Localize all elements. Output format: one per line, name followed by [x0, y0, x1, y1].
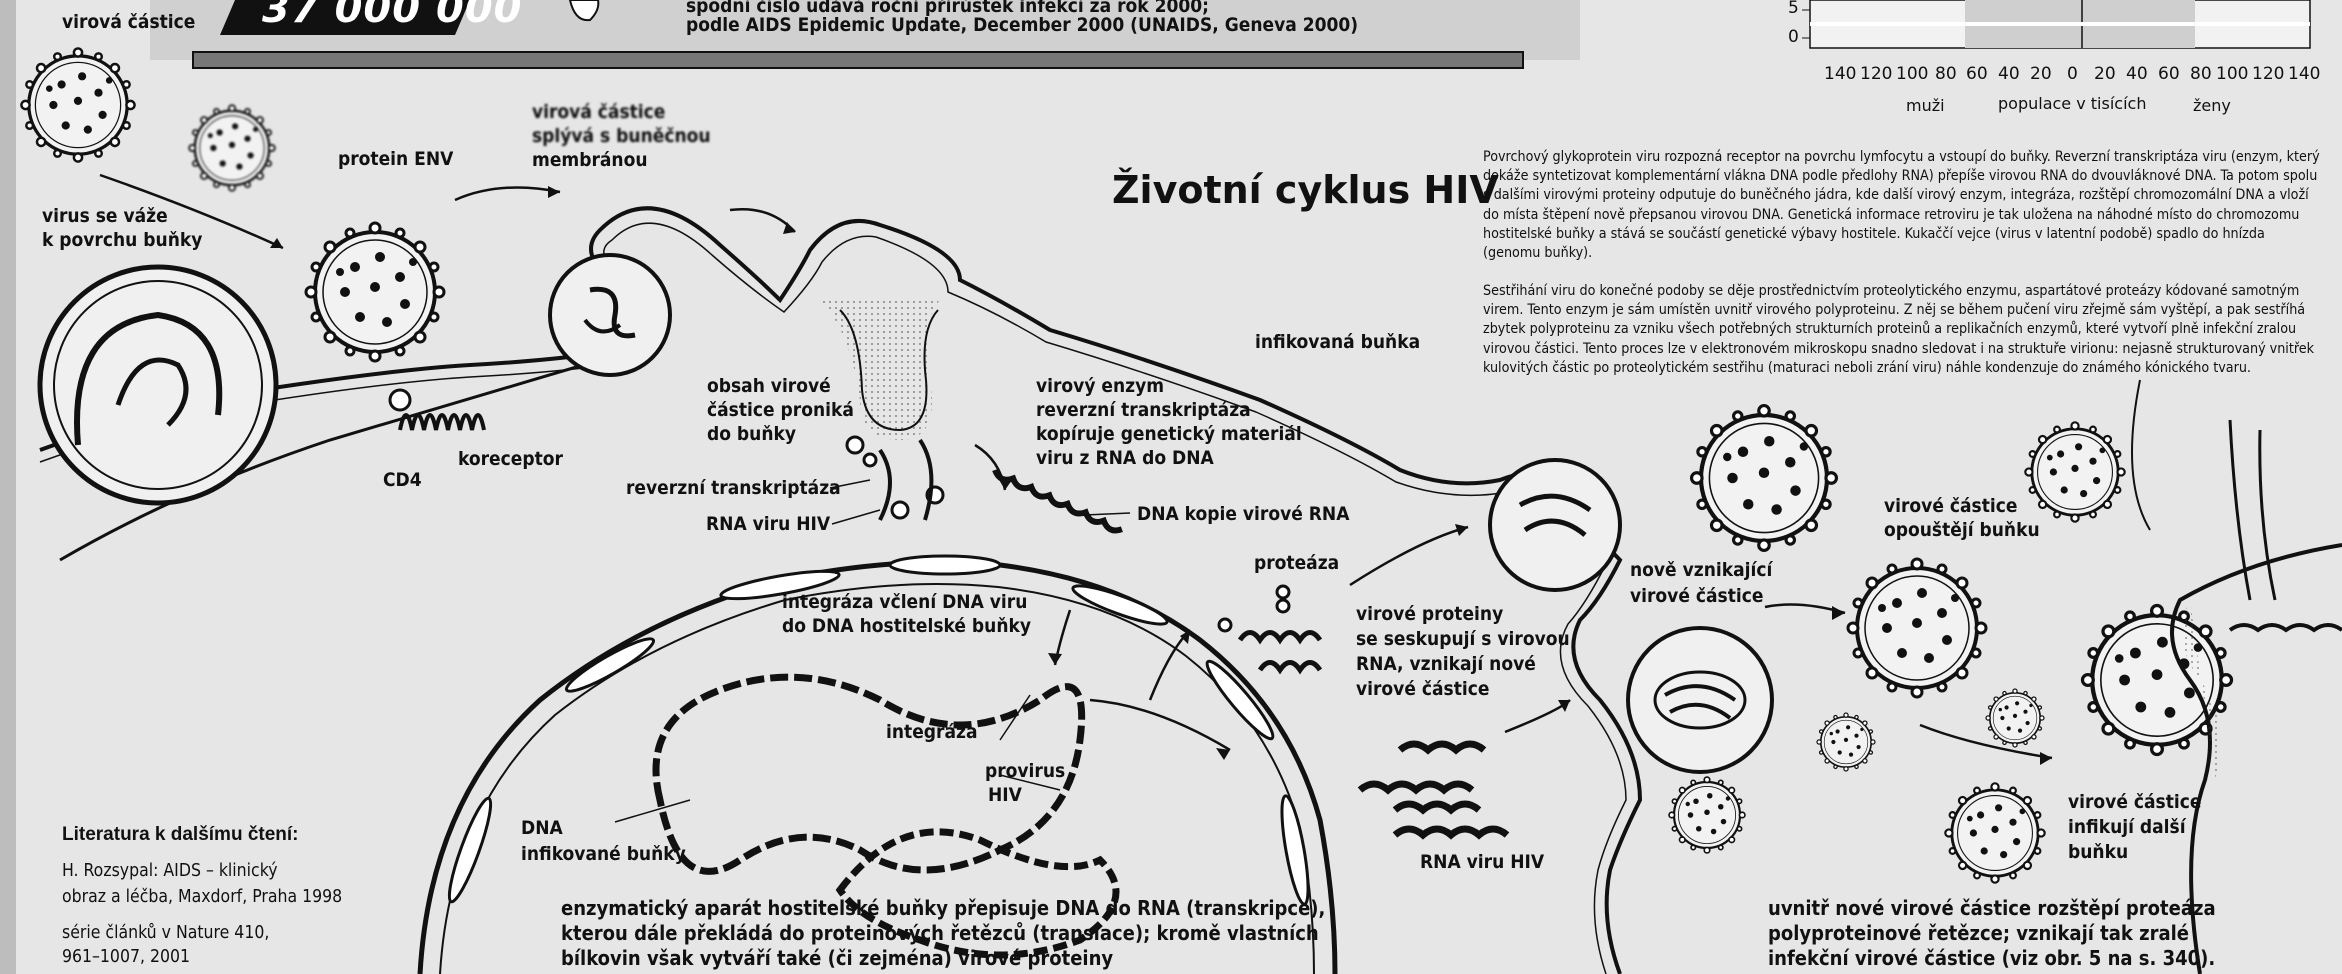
- literature-ref-1b: obraz a léčba, Maxdorf, Praha 1998: [62, 884, 342, 910]
- pyramid-x-tick: 20: [2094, 64, 2116, 84]
- label-fusion-3: membránou: [532, 148, 648, 172]
- label-hiv-rna: RNA viru HIV: [706, 512, 830, 536]
- label-enzyme-1: virový enzym: [1036, 374, 1164, 398]
- pyramid-x-tick: 60: [1966, 64, 1988, 84]
- pyramid-x-tick: 20: [2030, 64, 2052, 84]
- pyramid-x-tick: 120: [1860, 64, 1892, 84]
- pyramid-y-tick-5: 5: [1788, 0, 1799, 18]
- pyramid-x-tick: 100: [2216, 64, 2248, 84]
- pyramid-y-tick-0: 0: [1788, 27, 1799, 47]
- label-enzyme-2: reverzní transkriptáza: [1036, 398, 1251, 422]
- label-transcription-2: kterou dále překládá do proteinových řet…: [561, 921, 1319, 945]
- literature-ref-2a: série článků v Nature 410,: [62, 920, 269, 946]
- literature-ref-2b: 961–1007, 2001: [62, 944, 190, 970]
- description-paragraph-1: Povrchový glykoprotein viru rozpozná rec…: [1483, 148, 2323, 263]
- label-host-dna-2: infikované buňky: [521, 842, 686, 866]
- pyramid-x-tick: 120: [2252, 64, 2284, 84]
- label-leaving-1: virové částice: [1884, 494, 2017, 518]
- pyramid-x-tick: 80: [1935, 64, 1957, 84]
- label-fusion-2: splývá s buněčnou: [532, 124, 711, 148]
- page-title: Životní cyklus HIV: [1112, 168, 1499, 212]
- label-virus-binds-2: k povrchu buňky: [42, 228, 202, 252]
- pyramid-label-men: muži: [1906, 96, 1945, 115]
- pyramid-x-tick: 40: [2126, 64, 2148, 84]
- label-provirus-2: HIV: [988, 783, 1022, 807]
- label-integration-1: integráza včlení DNA viru: [782, 590, 1027, 614]
- label-enzyme-3: kopíruje genetický materiál: [1036, 422, 1302, 446]
- label-leaving-2: opouštějí buňku: [1884, 518, 2040, 542]
- label-contents-3: do buňky: [707, 422, 796, 446]
- label-integration-2: do DNA hostitelské buňky: [782, 614, 1031, 638]
- label-transcription-1: enzymatický aparát hostitelské buňky pře…: [561, 896, 1325, 920]
- label-infect-next-3: buňku: [2068, 840, 2128, 864]
- label-new-particles-2: virové částice: [1630, 584, 1763, 608]
- label-infect-next-1: virové částice: [2068, 790, 2201, 814]
- literature-ref-1a: H. Rozsypal: AIDS – klinický: [62, 858, 278, 884]
- label-protease: proteáza: [1254, 551, 1339, 575]
- label-cd4: CD4: [383, 468, 422, 492]
- pyramid-x-ticks: 140 120 100 80 60 40 20 0 20 40 60 80 10…: [1824, 64, 2314, 86]
- label-dna-copy: DNA kopie virové RNA: [1137, 502, 1349, 526]
- pyramid-x-tick: 0: [2067, 64, 2078, 84]
- label-assembly-2: se seskupují s virovou: [1356, 627, 1570, 651]
- label-contents-1: obsah virové: [707, 374, 831, 398]
- label-fusion-1: virová částice: [532, 100, 665, 124]
- label-transcription-3: bílkovin však vytváří také (či zejména) …: [561, 946, 1113, 970]
- label-hiv-rna-2: RNA viru HIV: [1420, 850, 1544, 874]
- label-assembly-1: virové proteiny: [1356, 602, 1503, 626]
- pyramid-x-tick: 80: [2190, 64, 2212, 84]
- description-paragraph-2: Sestřihání viru do konečné podoby se děj…: [1483, 282, 2323, 378]
- label-viral-particle: virová částice: [62, 10, 195, 34]
- label-virus-binds-1: virus se váže: [42, 204, 168, 228]
- banner-note-line-2: podle AIDS Epidemic Update, December 200…: [686, 13, 1358, 37]
- label-maturation-3: infekční virové částice (viz obr. 5 na s…: [1768, 946, 2215, 970]
- label-provirus-1: provirus: [985, 759, 1065, 783]
- label-host-dna-1: DNA: [521, 816, 563, 840]
- pyramid-x-tick: 40: [1998, 64, 2020, 84]
- label-assembly-4: virové částice: [1356, 677, 1489, 701]
- label-maturation-2: polyproteinové řetězce; vznikají tak zra…: [1768, 921, 2189, 945]
- label-infected-cell: infikovaná buňka: [1255, 330, 1420, 354]
- label-coreceptor: koreceptor: [458, 447, 563, 471]
- pyramid-x-tick: 140: [2288, 64, 2320, 84]
- literature-heading: Literatura k dalšímu čtení:: [62, 824, 299, 846]
- label-infect-next-2: infikují další: [2068, 815, 2186, 839]
- label-enzyme-4: viru z RNA do DNA: [1036, 446, 1214, 470]
- label-integrase: integráza: [886, 720, 977, 744]
- pyramid-label-women: ženy: [2193, 96, 2231, 115]
- label-reverse-transcriptase: reverzní transkriptáza: [626, 476, 841, 500]
- label-assembly-3: RNA, vznikají nové: [1356, 652, 1536, 676]
- pyramid-x-tick: 100: [1896, 64, 1928, 84]
- pyramid-x-tick: 60: [2158, 64, 2180, 84]
- label-protein-env: protein ENV: [338, 147, 453, 171]
- label-maturation-1: uvnitř nové virové částice rozštěpí prot…: [1768, 896, 2216, 920]
- label-contents-2: částice proniká: [707, 398, 854, 422]
- infection-count: 37 000 000: [262, 0, 523, 32]
- pyramid-label-population: populace v tisících: [1998, 94, 2146, 113]
- label-new-particles-1: nově vznikající: [1630, 558, 1772, 582]
- pyramid-x-tick: 140: [1824, 64, 1856, 84]
